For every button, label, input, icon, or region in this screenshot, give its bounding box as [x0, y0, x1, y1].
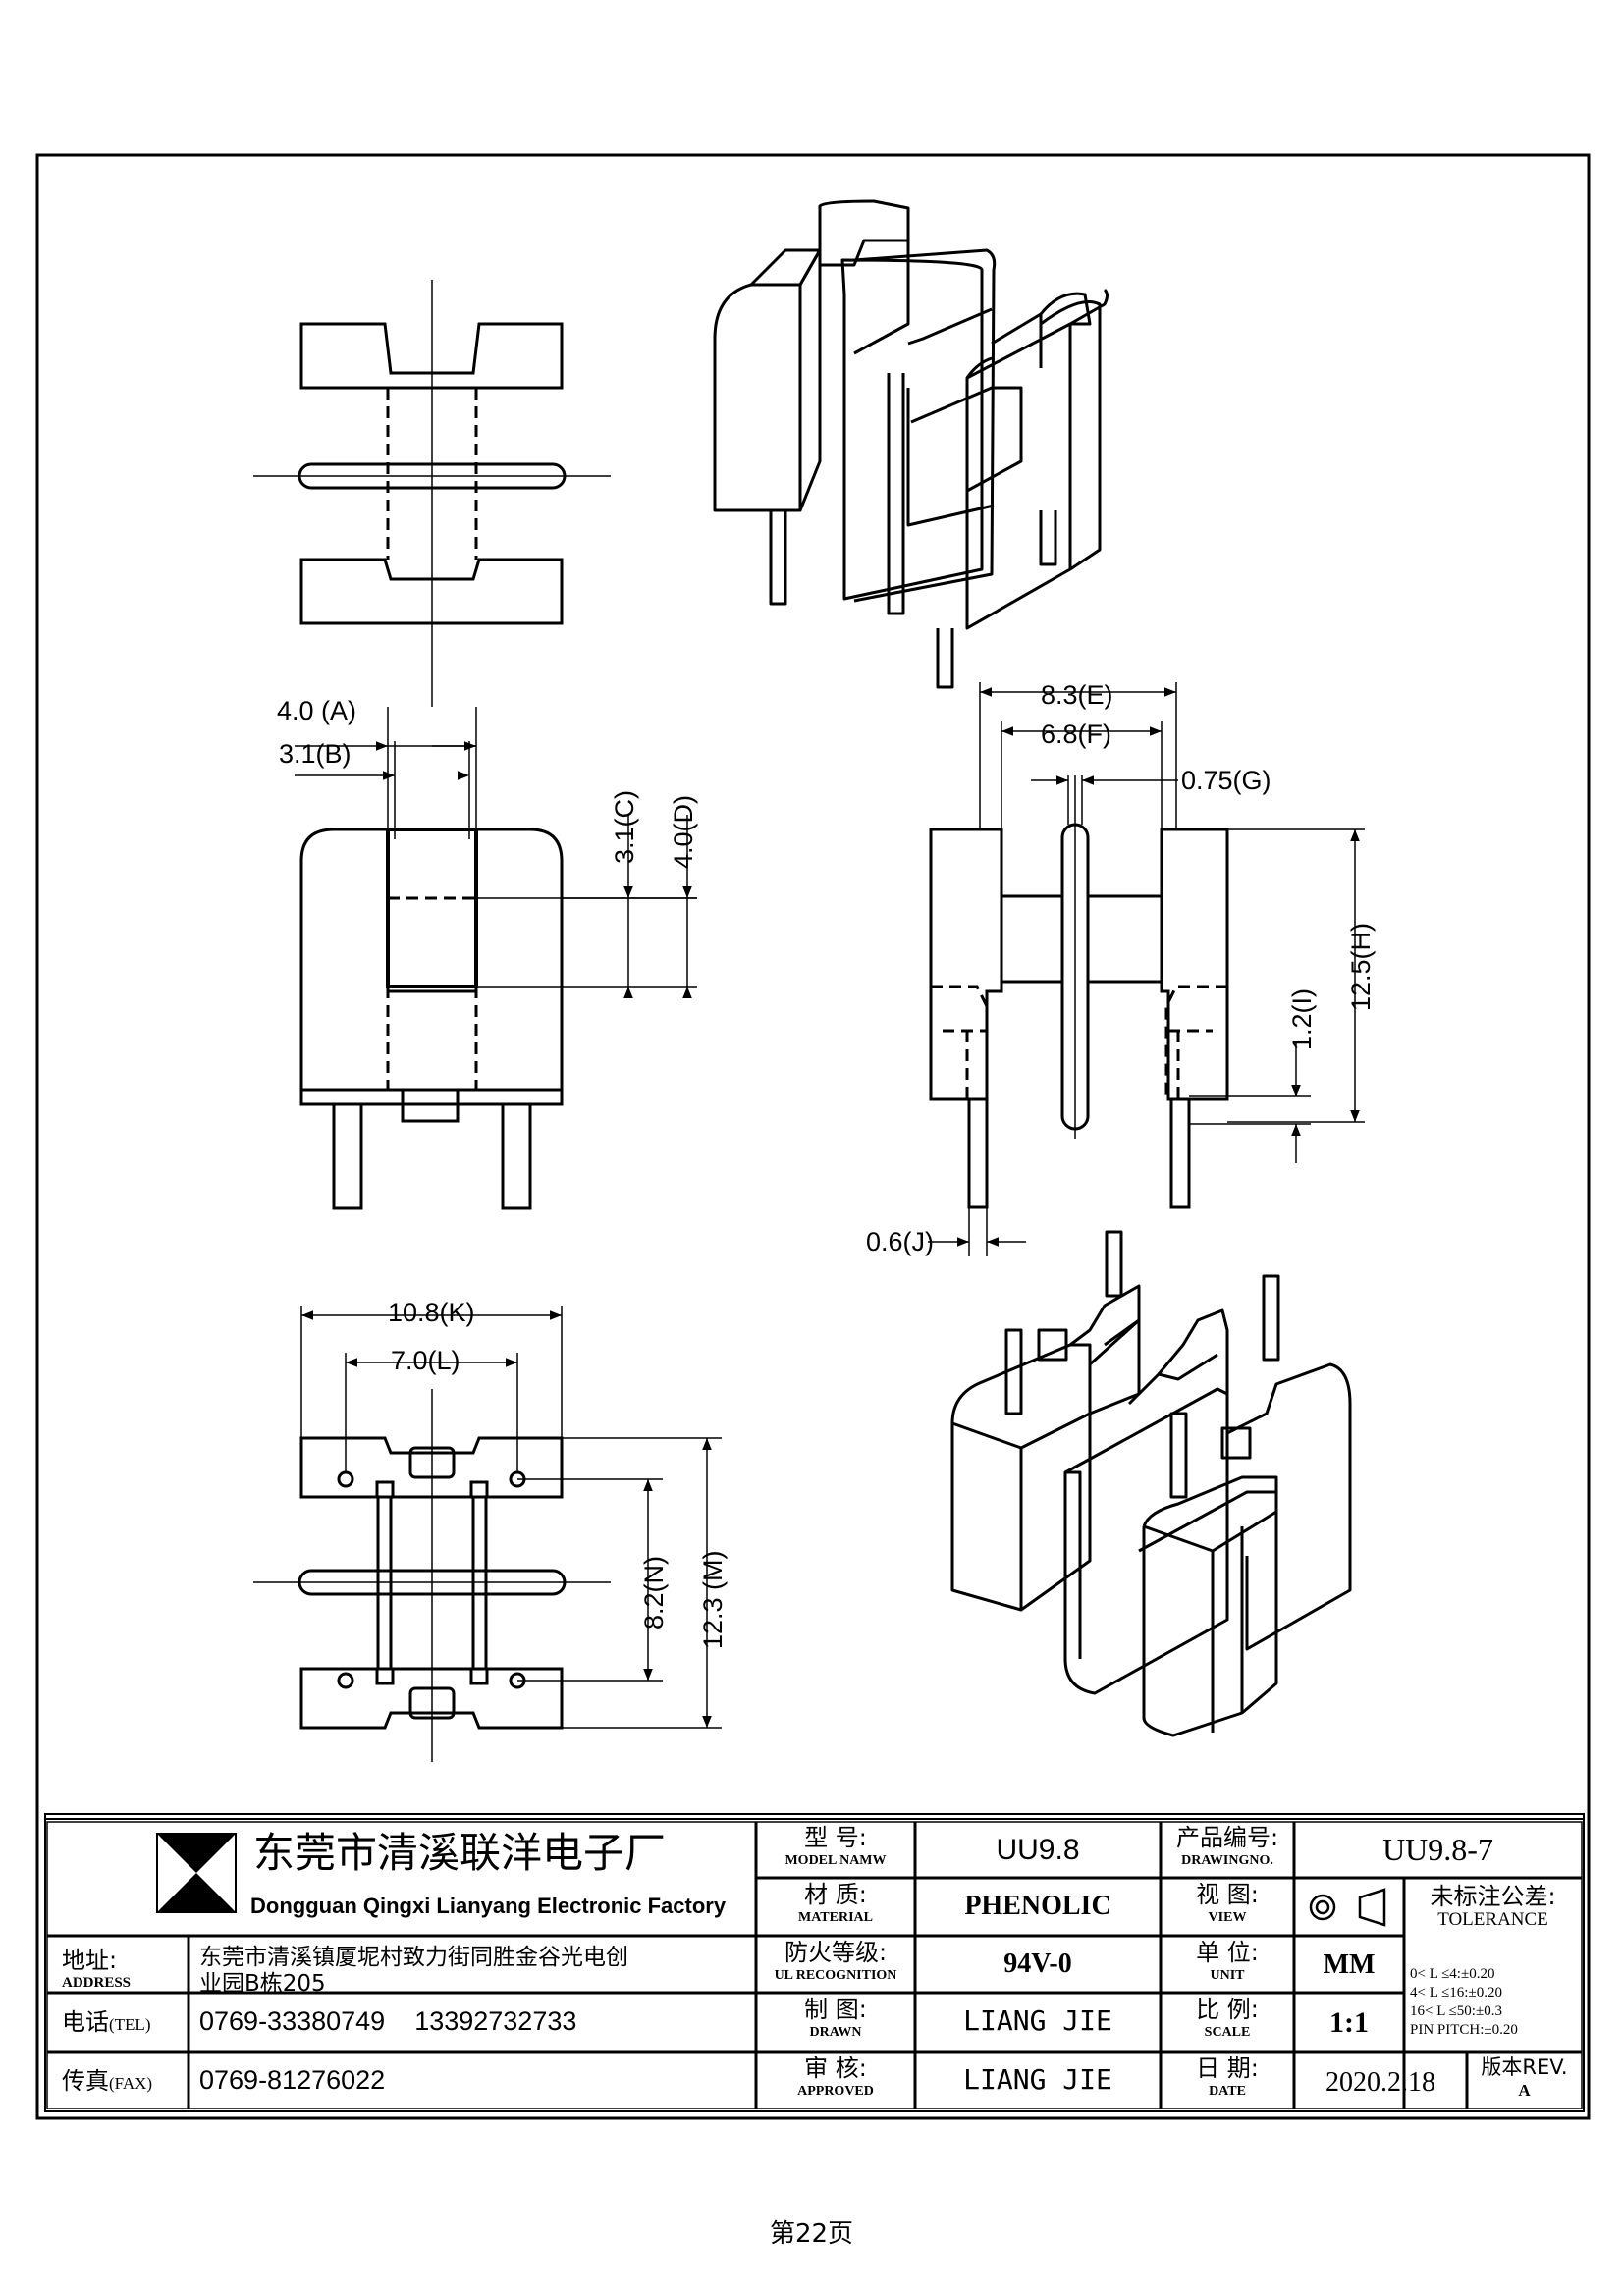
side-view — [929, 775, 1229, 1209]
dim-K: 10.8(K) — [388, 1298, 475, 1327]
dim-L: 7.0(L) — [391, 1346, 460, 1375]
unit-label: 单 位: UNIT — [1196, 1939, 1259, 1983]
tolerance-label: 未标注公差: TOLERANCE — [1430, 1883, 1556, 1930]
model-value: UU9.8 — [996, 1834, 1080, 1866]
date-value: 2020.2.18 — [1325, 2067, 1435, 2098]
dim-F: 6.8(F) — [1041, 720, 1111, 749]
drawingno-value: UU9.8-7 — [1382, 1832, 1493, 1867]
fax-label: 传真(FAX) — [62, 2067, 153, 2095]
address-label: 地址: ADDRESS — [62, 1947, 132, 1991]
dim-H: 12.5(H) — [1346, 923, 1376, 1011]
company-name-cn: 东莞市清溪联洋电子厂 — [253, 1829, 667, 1877]
scale-label: 比 例: SCALE — [1196, 1996, 1259, 2040]
address-line-2: 业园B栋205 — [199, 1971, 326, 1997]
page-number: 第22页 — [769, 2219, 854, 2249]
material-label: 材 质: MATERIAL — [798, 1881, 873, 1925]
dim-G: 0.75(G) — [1181, 766, 1271, 795]
dim-E: 8.3(E) — [1041, 680, 1113, 710]
dimension-labels: 4.0 (A) 3.1(B) 3.1(C) 4.0(D) 8.3(E) 6.8(… — [277, 680, 1376, 1649]
dim-I: 1.2(I) — [1287, 988, 1317, 1050]
dim-B: 3.1(B) — [279, 739, 352, 769]
approved-value: LIANG JIE — [963, 2063, 1112, 2096]
top-view-upper — [253, 280, 611, 707]
front-view — [299, 828, 564, 1210]
bottom-view — [253, 1389, 611, 1762]
tel-label: 电话(TEL) — [62, 2008, 151, 2036]
bottom-view-dimensions — [300, 1306, 722, 1729]
revision-cell: 版本REV. A — [1481, 2056, 1568, 2100]
dim-A: 4.0 (A) — [277, 696, 356, 725]
tel-value: 0769-33380749 13392732733 — [199, 2006, 577, 2036]
company-name-en: Dongguan Qingxi Lianyang Electronic Fact… — [250, 1894, 727, 1918]
projection-symbol — [1309, 1888, 1386, 1927]
drawn-label: 制 图: DRAWN — [804, 1996, 867, 2040]
ul-label: 防火等级: UL RECOGNITION — [774, 1939, 897, 1983]
view-label: 视 图: VIEW — [1196, 1881, 1259, 1925]
drawn-value: LIANG JIE — [963, 2004, 1112, 2037]
fax-value: 0769-81276022 — [199, 2065, 386, 2095]
company-logo — [156, 1833, 237, 1913]
dim-D: 4.0(D) — [669, 795, 698, 869]
dim-J: 0.6(J) — [866, 1227, 934, 1256]
date-label: 日 期: DATE — [1196, 2055, 1259, 2099]
dim-M: 12.3 (M) — [698, 1550, 728, 1649]
approved-label: 审 核: APPROVED — [797, 2055, 874, 2099]
isometric-view-lower — [950, 1230, 1352, 1737]
ul-value: 94V-0 — [1003, 1949, 1072, 1979]
title-block — [44, 1813, 1585, 2112]
address-line-1: 东莞市清溪镇厦坭村致力街同胜金谷光电创 — [199, 1945, 628, 1970]
scale-value: 1:1 — [1329, 2006, 1369, 2039]
front-view-dimensions — [295, 707, 697, 998]
unit-value: MM — [1323, 1949, 1376, 1980]
dim-C: 3.1(C) — [610, 790, 639, 864]
isometric-view-upper — [713, 199, 1109, 689]
model-label: 型 号: MODEL NAMW — [784, 1824, 887, 1868]
dim-N: 8.2(N) — [639, 1556, 669, 1629]
tolerance-list: 0< L ≤4:±0.20 4< L ≤16:±0.20 16< L ≤50:±… — [1410, 1966, 1518, 2038]
side-view-dimensions — [928, 682, 1365, 1256]
material-value: PHENOLIC — [964, 1891, 1111, 1921]
drawingno-label: 产品编号: DRAWINGNO. — [1175, 1824, 1279, 1868]
drawing-border — [35, 153, 1591, 2120]
